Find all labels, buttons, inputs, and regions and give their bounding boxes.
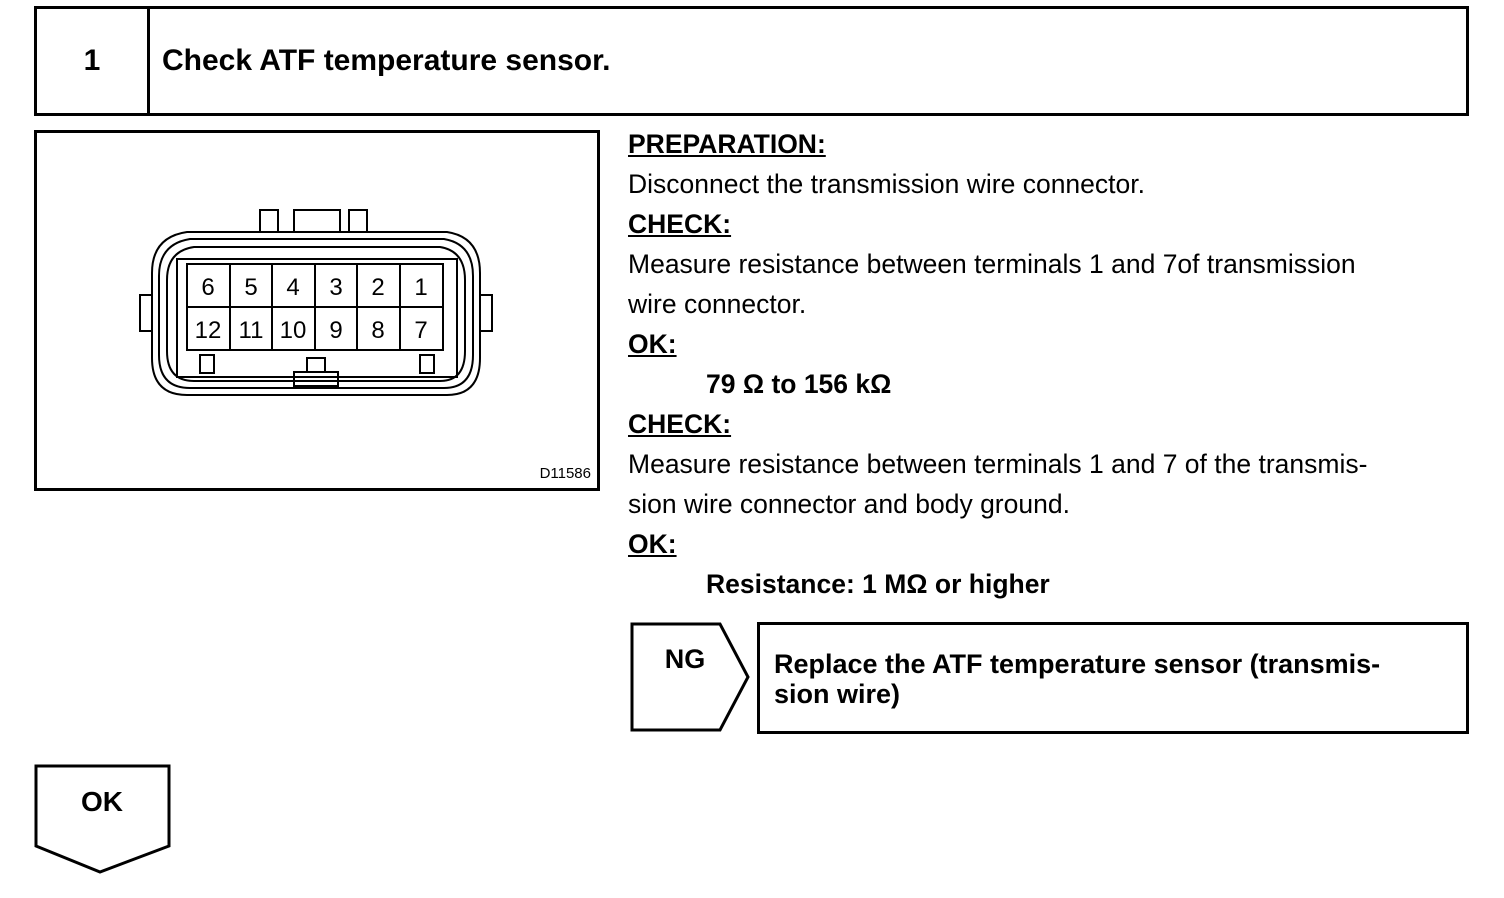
pin-label: 2: [371, 274, 384, 301]
ng-result-box: Replace the ATF temperature sensor (tran…: [757, 622, 1469, 734]
connector-figure: 6 5 4 3 2 1 12 11 10 9 8 7 D11586: [34, 130, 600, 491]
pin-label: 11: [239, 317, 264, 344]
preparation-heading: PREPARATION:: [628, 129, 826, 159]
check-text: Measure resistance between terminals 1 a…: [628, 249, 1356, 279]
ok-arrow-badge: [34, 764, 171, 874]
ng-arrow-badge: [630, 622, 750, 732]
ok-label: OK: [81, 786, 123, 817]
ng-label: NG: [664, 644, 706, 674]
check-text: wire connector.: [628, 289, 807, 319]
check-text: sion wire connector and body ground.: [628, 489, 1070, 519]
pin-label: 5: [244, 274, 257, 301]
ng-result-line: Replace the ATF temperature sensor (tran…: [774, 649, 1381, 679]
pin-label: 9: [329, 317, 342, 344]
pin-label: 8: [371, 317, 384, 344]
ok-spec: Resistance: 1 MΩ or higher: [706, 569, 1050, 599]
pin-label: 4: [286, 274, 299, 301]
ok-heading: OK:: [628, 529, 677, 559]
instructions: PREPARATION: Disconnect the transmission…: [628, 124, 1473, 604]
check-heading: CHECK:: [628, 409, 732, 439]
ok-heading: OK:: [628, 329, 677, 359]
step-header: 1 Check ATF temperature sensor.: [34, 6, 1469, 116]
pin-label: 1: [414, 274, 427, 301]
preparation-text: Disconnect the transmission wire connect…: [628, 169, 1145, 199]
step-title: Check ATF temperature sensor.: [162, 44, 611, 77]
check-heading: CHECK:: [628, 209, 732, 239]
pin-label: 3: [329, 274, 342, 301]
figure-code: D11586: [539, 465, 591, 482]
check-text: Measure resistance between terminals 1 a…: [628, 449, 1368, 479]
ok-spec: 79 Ω to 156 kΩ: [706, 369, 892, 399]
pin-label: 6: [201, 274, 214, 301]
pin-label: 10: [280, 317, 307, 344]
ng-result-text: Replace the ATF temperature sensor (tran…: [774, 649, 1456, 709]
pin-label: 7: [414, 317, 427, 344]
ng-result-line: sion wire): [774, 679, 901, 709]
pin-label: 12: [195, 317, 222, 344]
connector-diagram: 6 5 4 3 2 1 12 11 10 9 8 7: [139, 209, 493, 396]
step-number: 1: [37, 9, 150, 113]
